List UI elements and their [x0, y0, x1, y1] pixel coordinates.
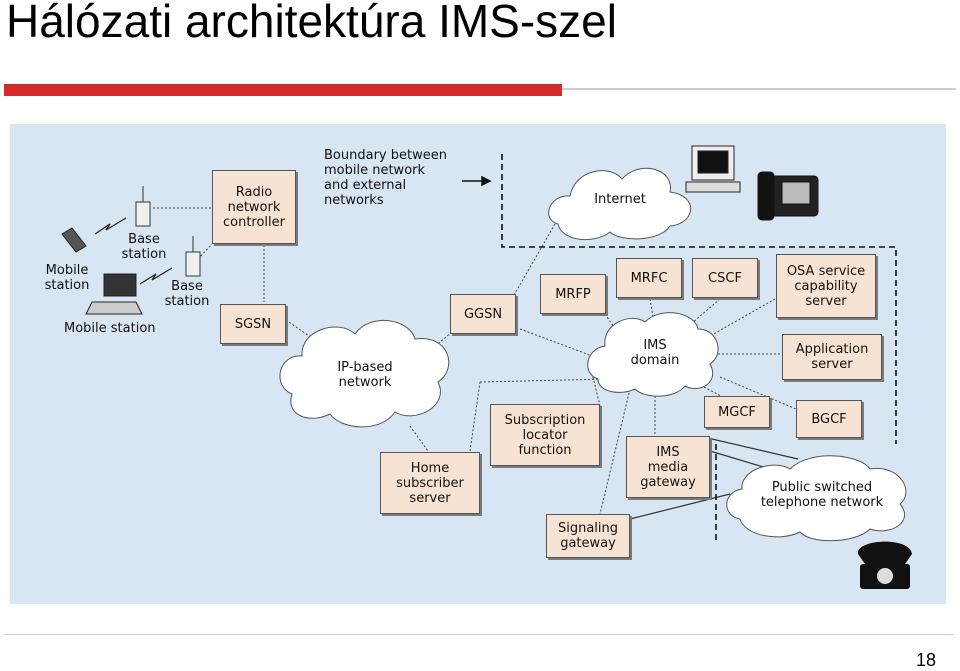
slide-title: Hálózati architektúra IMS-szel	[6, 0, 617, 47]
app-server-box: Application server	[782, 334, 882, 380]
line-gateway-pstn-top	[711, 438, 799, 460]
ims-architecture-diagram: Boundary between mobile network and exte…	[10, 124, 946, 604]
line-ims-slf	[592, 376, 601, 407]
ip-network-cloud	[279, 319, 450, 428]
signaling-gateway-box: Signaling gateway	[546, 514, 630, 558]
line-osa-ims	[709, 298, 776, 337]
line-hss-ims	[479, 378, 611, 383]
line-gateway-pstn	[709, 450, 771, 470]
laptop-icon	[85, 273, 143, 315]
page-number: 18	[916, 650, 937, 670]
footer-rule	[4, 634, 954, 635]
radio-links	[94, 217, 173, 285]
boundary-line	[501, 154, 897, 544]
base-station-2-label: Base station	[164, 279, 210, 309]
desk-phone-icon	[757, 171, 819, 221]
bgcf-box: BGCF	[796, 400, 862, 438]
line-mrfp-ims	[604, 313, 621, 337]
mobile-station-2-label: Mobile station	[64, 321, 156, 336]
solid-lines	[629, 438, 799, 520]
pstn-cloud	[726, 455, 907, 542]
line-ggsn-internet	[509, 223, 556, 303]
connection-lines	[153, 207, 797, 515]
mrfp-box: MRFP	[540, 274, 606, 314]
old-phone-icon	[857, 541, 912, 589]
internet-label: Internet	[594, 192, 646, 207]
line-sgsn-ipnet	[285, 319, 313, 339]
mobile-phone-icon	[61, 227, 87, 253]
rnc-box: Radio network controller	[212, 170, 296, 244]
line-bs2-rnc	[197, 243, 213, 260]
ims-domain-label: IMS domain	[630, 338, 680, 368]
ims-domain-cloud	[587, 312, 719, 397]
hss-box: Home subscriber server	[380, 452, 480, 514]
ggsn-box: GGSN	[450, 294, 516, 334]
mrfc-box: MRFC	[616, 258, 682, 298]
sgsn-box: SGSN	[220, 304, 286, 344]
mgcf-box: MGCF	[704, 396, 770, 428]
ip-network-label: IP-based network	[337, 360, 393, 390]
title-underline-red	[4, 84, 562, 96]
mobile-station-1-label: Mobile station	[44, 263, 90, 293]
line-ipnet-hss	[409, 425, 429, 452]
line-ims-mgcf	[703, 386, 733, 403]
pc-icon	[685, 145, 741, 193]
line-ggsn-ims	[519, 328, 596, 358]
line-ims-bgcf	[719, 376, 797, 410]
line-ims-sigw	[599, 388, 631, 515]
slf-box: Subscription locator function	[490, 404, 600, 466]
cloud-shapes	[279, 167, 907, 542]
internet-cloud	[548, 167, 692, 241]
line-sigw-pstn	[629, 493, 731, 520]
cscf-box: CSCF	[692, 258, 758, 298]
title-underline-grey	[562, 88, 956, 90]
line-hss-up	[469, 381, 481, 452]
boundary-upper	[501, 154, 897, 444]
ims-media-gateway-box: IMS media gateway	[626, 436, 710, 498]
pstn-label: Public switched telephone network	[760, 480, 884, 510]
osa-box: OSA service capability server	[776, 254, 876, 318]
diagram-graphics	[61, 145, 912, 589]
boundary-arrow	[462, 175, 492, 187]
base-station-1-label: Base station	[121, 232, 167, 262]
boundary-note: Boundary between mobile network and exte…	[324, 148, 447, 208]
base-station-icons	[135, 186, 201, 277]
